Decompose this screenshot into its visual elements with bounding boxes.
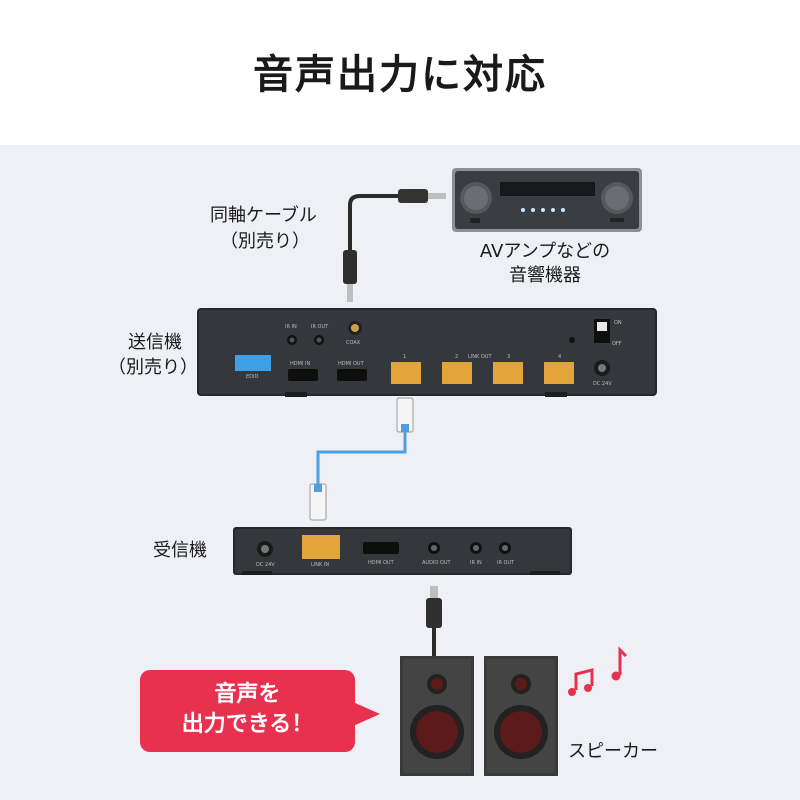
music-note-icon [568, 646, 628, 696]
tx-edid-label: EDID [246, 374, 259, 380]
callout-bubble [140, 670, 380, 752]
edid-dip-switch [235, 355, 271, 371]
tx-on-label: ON [614, 320, 622, 326]
speaker-right [484, 656, 558, 776]
tx-link-2: 2 [455, 354, 459, 360]
transmitter-device [197, 308, 657, 397]
tx-link-out-label: LINK OUT [468, 354, 492, 360]
receiver-label: 受信機 [153, 540, 207, 561]
tx-link-1: 1 [403, 354, 407, 360]
transmitter-sold-separately: （別売り） [108, 357, 198, 378]
page-title: 音声出力に対応 [253, 52, 547, 98]
tx-link-4: 4 [558, 354, 562, 360]
rx-ir-out-label: IR OUT [497, 560, 515, 566]
tx-dc-label: DC 24V [593, 381, 612, 387]
rx-dc-label: DC 24V [256, 562, 275, 568]
tx-hdmi-out-label: HDMI OUT [338, 361, 364, 367]
speaker-left [400, 656, 474, 776]
receiver-device [233, 527, 572, 575]
tx-ir-in-label: IR IN [285, 324, 297, 330]
rx-link-in-label: LINK IN [311, 562, 330, 568]
lan-cable [309, 397, 414, 521]
audio-cable [426, 586, 442, 660]
rx-audio-out-label: AUDIO OUT [422, 560, 451, 566]
tx-hdmi-in-label: HDMI IN [290, 361, 311, 367]
tx-ir-out-label: IR OUT [311, 324, 329, 330]
rx-hdmi-out-label: HDMI OUT [368, 560, 394, 566]
av-amplifier [452, 168, 642, 232]
tx-link-3: 3 [507, 354, 511, 360]
speaker-label: スピーカー [568, 741, 658, 762]
transmitter-label: 送信機 [128, 332, 182, 353]
av-amp-label: AVアンプなどの [479, 241, 611, 262]
callout-line-1: 音声を [214, 682, 281, 707]
av-amp-label-2: 音響機器 [509, 265, 581, 286]
callout-line-2: 出力できる！ [181, 712, 314, 737]
title-band [0, 0, 800, 145]
coax-cable-label: 同軸ケーブル [210, 205, 317, 226]
tx-off-label: OFF [612, 341, 622, 347]
tx-coax-label: COAX [346, 340, 361, 346]
coax-cable [343, 189, 446, 302]
callout-text: 音声を 出力できる！ [140, 680, 355, 740]
rx-ir-in-label: IR IN [470, 560, 482, 566]
coax-cable-sold-separately: （別売り） [220, 231, 310, 252]
